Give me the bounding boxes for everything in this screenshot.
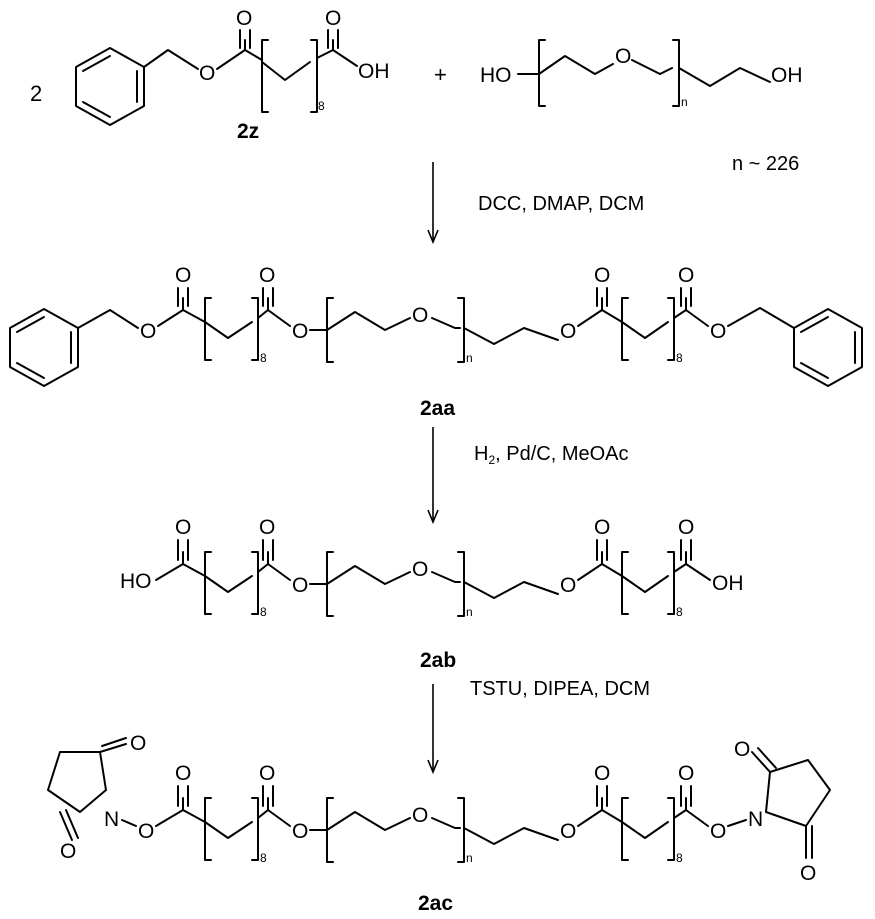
atom-o-ester-2ab: O bbox=[560, 574, 576, 597]
succinimide-right bbox=[752, 748, 830, 858]
atom-o-ester-2aa-2: O bbox=[560, 320, 576, 343]
reaction-arrow-3: TSTU, DIPEA, DCM bbox=[428, 678, 650, 772]
atom-n-left: N bbox=[104, 808, 119, 831]
compound-label-2aa: 2aa bbox=[420, 397, 455, 420]
conditions-step-1: DCC, DMAP, DCM bbox=[478, 193, 644, 215]
atom-o-ester-2ac: O bbox=[560, 820, 576, 843]
peg-count-2ab: n bbox=[466, 605, 473, 619]
atom-o-peg-2ab-left: O bbox=[292, 574, 308, 597]
peg-count-2ac: n bbox=[466, 851, 473, 865]
chain-count-2aa-1: 8 bbox=[260, 351, 267, 365]
atom-o-carbonyl-2ac-2: O bbox=[259, 762, 275, 785]
atom-o-nhs-left: O bbox=[138, 820, 154, 843]
benzene-ring-2z bbox=[76, 48, 144, 125]
atom-o-carbonyl-2ab-3: O bbox=[594, 516, 610, 539]
atom-o-ester-2aa-1: O bbox=[140, 320, 156, 343]
atom-o-carbonyl-2ab-4: O bbox=[678, 516, 694, 539]
conditions-step-3: TSTU, DIPEA, DCM bbox=[470, 678, 650, 700]
atom-ho-peg: HO bbox=[480, 64, 512, 87]
benzene-ring-2aa-right bbox=[794, 309, 862, 386]
reaction-arrow-2: H2, Pd/C, MeOAc bbox=[428, 427, 629, 522]
benzene-ring-2aa-left bbox=[10, 309, 78, 386]
atom-o-peg-2ac: O bbox=[412, 804, 428, 827]
conditions-step-2: H2, Pd/C, MeOAc bbox=[474, 443, 629, 467]
stoichiometric-coefficient: 2 bbox=[30, 81, 42, 106]
atom-oh-2ab: OH bbox=[712, 572, 744, 595]
peg-repeat-note: n ~ 226 bbox=[732, 153, 799, 175]
atom-o-imide-left-1: O bbox=[130, 732, 146, 755]
atom-o-carbonyl-2aa-2: O bbox=[259, 264, 275, 287]
atom-o-imide-right-2: O bbox=[800, 862, 816, 885]
reactant-row: 2 O O 8 O OH 2z + HO O bbox=[30, 7, 803, 175]
chain-count-2ac-1: 8 bbox=[260, 851, 267, 865]
chain-count-2ab-2: 8 bbox=[676, 605, 683, 619]
compound-label-2ab: 2ab bbox=[420, 649, 456, 672]
atom-o-nhs-right: O bbox=[710, 820, 726, 843]
atom-o-imide-right-1: O bbox=[734, 738, 750, 761]
atom-o-carbonyl-2z-2: O bbox=[325, 7, 341, 30]
atom-o-carbonyl-2ac-3: O bbox=[594, 762, 610, 785]
atom-o-carbonyl-2aa-4: O bbox=[678, 264, 694, 287]
peg-count-2aa: n bbox=[466, 351, 473, 365]
atom-oh-2z: OH bbox=[358, 60, 390, 83]
atom-o-peg-2ab: O bbox=[412, 558, 428, 581]
atom-o-carbonyl-2ab-2: O bbox=[259, 516, 275, 539]
chain-count-2ac-2: 8 bbox=[676, 851, 683, 865]
atom-o-carbonyl-2aa-1: O bbox=[175, 264, 191, 287]
chain-count-2z: 8 bbox=[318, 99, 325, 113]
atom-o-carbonyl-2aa-3: O bbox=[594, 264, 610, 287]
structure-2ac: O O N O O 8 O O O n O O 8 bbox=[48, 732, 830, 915]
atom-o-peg-2ac-left: O bbox=[292, 820, 308, 843]
atom-o-peg-2aa: O bbox=[412, 304, 428, 327]
atom-o-carbonyl-2ab-1: O bbox=[175, 516, 191, 539]
reaction-arrow-1: DCC, DMAP, DCM bbox=[428, 162, 644, 242]
atom-oh-peg: OH bbox=[771, 64, 803, 87]
atom-o-ester-2z: O bbox=[199, 62, 215, 85]
atom-o-carbonyl-2z-1: O bbox=[236, 7, 252, 30]
atom-o-carbonyl-2ac-1: O bbox=[175, 762, 191, 785]
structure-2aa: O O 8 O O O n O O 8 O bbox=[10, 264, 862, 420]
structure-2ab: HO O 8 O O O n O O 8 O bbox=[120, 516, 744, 672]
atom-o-peg-reactant: O bbox=[615, 45, 631, 68]
atom-n-right: N bbox=[748, 808, 763, 831]
compound-label-2z: 2z bbox=[237, 120, 259, 143]
compound-label-2ac: 2ac bbox=[418, 892, 453, 915]
atom-o-carbonyl-2ac-4: O bbox=[678, 762, 694, 785]
atom-ho-2ab: HO bbox=[120, 570, 152, 593]
peg-count-reactant: n bbox=[681, 95, 688, 109]
chain-count-2ab-1: 8 bbox=[260, 605, 267, 619]
chain-count-2aa-2: 8 bbox=[676, 351, 683, 365]
atom-o-imide-left-2: O bbox=[60, 840, 76, 863]
plus-sign: + bbox=[434, 62, 447, 87]
atom-o-ester-2aa-3: O bbox=[710, 320, 726, 343]
atom-o-peg-2aa-left: O bbox=[292, 320, 308, 343]
